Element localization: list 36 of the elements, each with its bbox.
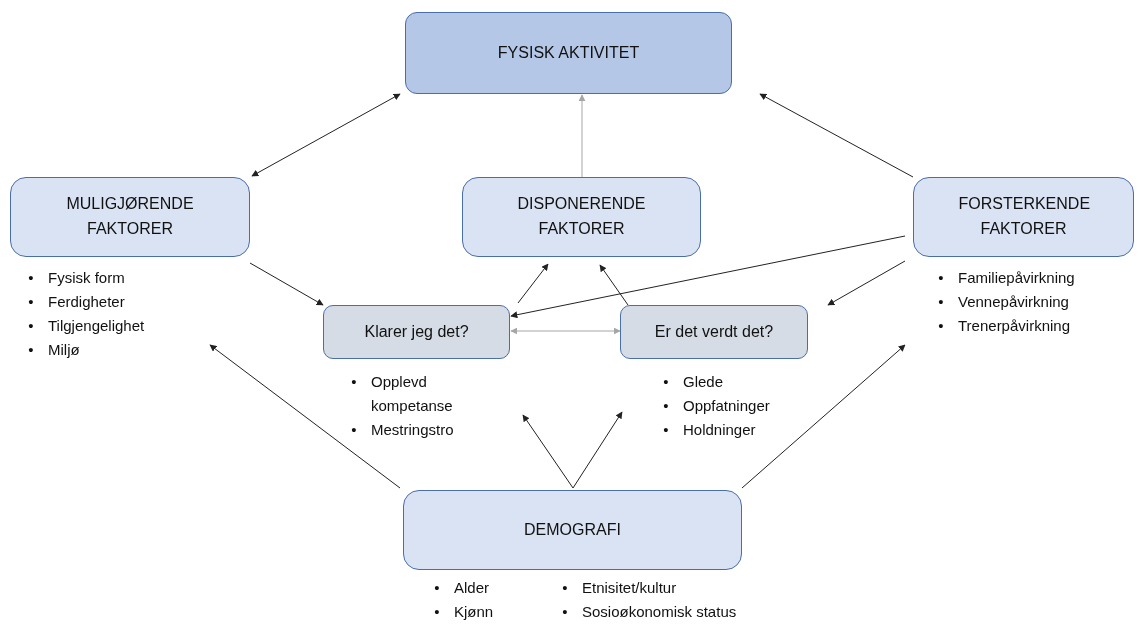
- bullet-item: • Fysisk form: [27, 268, 126, 288]
- arrow: [599, 264, 629, 306]
- arrow: [251, 93, 401, 177]
- bullet-item: • Tilgjengelighet: [27, 316, 146, 336]
- factor-box: FYSISK AKTIVITET: [405, 12, 732, 94]
- bullet-item: • Alder: [433, 578, 491, 598]
- factor-box: Klarer jeg det?: [323, 305, 510, 359]
- arrow: [510, 235, 906, 319]
- bullet-item: • Mestringstro: [350, 420, 455, 440]
- bullet-item: • Familiepåvirkning: [937, 268, 1076, 288]
- arrow: [510, 327, 621, 335]
- factor-box: DEMOGRAFI: [403, 490, 742, 570]
- arrow: [249, 262, 324, 306]
- arrow: [522, 414, 574, 489]
- arrow: [578, 94, 586, 178]
- bullet-item: • Kjønn: [433, 602, 495, 622]
- arrow: [827, 260, 906, 306]
- arrow: [209, 344, 401, 489]
- arrow: [741, 344, 906, 489]
- arrow: [572, 411, 623, 489]
- bullet-item: • Sosioøkonomisk status: [561, 602, 738, 622]
- arrow: [759, 93, 914, 178]
- arrow: [517, 263, 549, 304]
- bullet-item: • Etnisitet/kultur: [561, 578, 678, 598]
- factor-box: FORSTERKENDE FAKTORER: [913, 177, 1134, 257]
- bullet-item: • Ferdigheter: [27, 292, 126, 312]
- bullet-item: • Oppfatninger: [662, 396, 771, 416]
- bullet-item: • Opplevd kompetanse: [350, 372, 454, 416]
- bullet-item: • Trenerpåvirkning: [937, 316, 1071, 336]
- bullet-item: • Holdninger: [662, 420, 757, 440]
- factor-box: MULIGJØRENDE FAKTORER: [10, 177, 250, 257]
- bullet-item: • Glede: [662, 372, 725, 392]
- bullet-item: • Vennepåvirkning: [937, 292, 1070, 312]
- bullet-item: • Miljø: [27, 340, 81, 360]
- factor-box: Er det verdt det?: [620, 305, 808, 359]
- factor-box: DISPONERENDE FAKTORER: [462, 177, 701, 257]
